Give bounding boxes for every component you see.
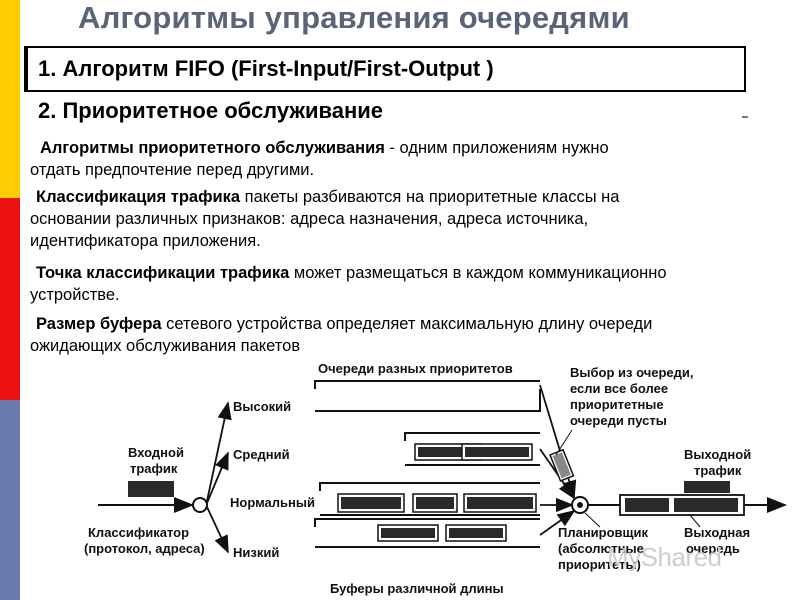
normal-packet-3	[467, 497, 533, 509]
paragraph-line: Размер буфера сетевого устройства опреде…	[30, 313, 798, 335]
queue-high-channel-top	[314, 380, 540, 389]
paragraph-line: Классификация трафика пакеты разбиваются…	[30, 186, 798, 208]
label-top-queues: Очереди разных приоритетов	[318, 361, 513, 376]
label-select-4: очереди пусты	[570, 413, 667, 428]
selection-packet	[549, 448, 575, 482]
line-text: ожидающих обслуживания пакетов	[30, 337, 301, 355]
label-select-2: если все более	[570, 381, 668, 396]
paragraph-line: ожидающих обслуживания пакетов	[30, 335, 798, 357]
bold-term: Точка классификации трафика	[36, 264, 290, 282]
line-text: может размещаться в каждом коммуникацион…	[289, 264, 667, 282]
label-normal: Нормальный	[230, 495, 315, 510]
medium-packet-1	[418, 447, 478, 457]
arrow-medium	[206, 451, 229, 504]
output-packet-1	[625, 498, 669, 512]
input-packet	[128, 481, 174, 497]
sidebar-color-stripe	[0, 0, 20, 600]
priority-queue-diagram: Очереди разных приоритетов Высокий Средн…	[84, 361, 787, 596]
paragraph-line: отдать предпочтение перед другими.	[30, 159, 798, 181]
low-packet-1	[381, 528, 435, 538]
line-text: идентификатора приложения.	[30, 232, 261, 250]
normal-packet-2	[416, 497, 454, 509]
arrow-low	[206, 506, 229, 554]
queue-high-channel-bottom	[315, 389, 541, 412]
label-scheduler-3: приоритеты)	[558, 557, 641, 572]
line-text: отдать предпочтение перед другими.	[30, 161, 315, 179]
queue-normal-channel-top	[319, 482, 540, 491]
low-packet-2	[449, 528, 503, 538]
paragraph-line: основании различных признаков: адреса на…	[30, 208, 798, 230]
paragraph-line: Алгоритмы приоритетного обслуживания - о…	[30, 137, 798, 159]
paragraph-buffer-size: Размер буфера сетевого устройства опреде…	[30, 313, 798, 357]
queue-low-channel-top	[314, 518, 540, 527]
label-output-2: трафик	[694, 463, 742, 478]
stripe-red	[0, 198, 20, 400]
output-traffic-packet	[684, 481, 730, 493]
paragraph-priority-algorithms: Алгоритмы приоритетного обслуживания - о…	[30, 137, 798, 181]
label-scheduler-1: Планировщик	[558, 525, 649, 540]
medium-packet-2	[465, 447, 529, 457]
label-high: Высокий	[233, 399, 291, 414]
section-fifo-box: 1. Алгоритм FIFO (First-Input/First-Outp…	[24, 46, 746, 92]
arrow-low-to-scheduler	[539, 509, 576, 536]
pointer-scheduler	[584, 512, 601, 528]
label-input-2: трафик	[130, 461, 178, 476]
label-medium: Средний	[233, 447, 290, 462]
line-text: устройстве.	[30, 286, 120, 304]
line-text: сетевого устройства определяет максималь…	[161, 315, 653, 333]
section-priority-label: 2. Приоритетное обслуживание	[38, 98, 384, 123]
paragraph-line: идентификатора приложения.	[30, 230, 798, 252]
classifier-node	[192, 497, 208, 513]
label-select-3: приоритетные	[570, 397, 664, 412]
bold-term: Классификация трафика	[36, 188, 241, 206]
label-outqueue-2: очередь	[686, 541, 740, 556]
bold-term: Размер буфера	[36, 315, 162, 333]
line-text: пакеты разбиваются на приоритетные класс…	[240, 188, 620, 206]
paragraph-line: Точка классификации трафика может размещ…	[30, 262, 798, 284]
label-outqueue-1: Выходная	[684, 525, 750, 540]
label-input-1: Входной	[128, 445, 184, 460]
label-output-1: Выходной	[684, 447, 751, 462]
normal-packet-1	[341, 497, 401, 509]
paragraph-traffic-classification: Классификация трафика пакеты разбиваются…	[30, 186, 798, 252]
queue-medium-channel-top	[404, 432, 540, 441]
stripe-yellow	[0, 0, 20, 198]
paragraph-classification-point: Точка классификации трафика может размещ…	[30, 262, 798, 306]
label-low: Низкий	[233, 545, 279, 560]
paragraph-line: устройстве.	[30, 284, 798, 306]
pointer-select	[555, 429, 573, 456]
line-text: основании различных признаков: адреса на…	[30, 210, 589, 228]
line-text: - одним приложениям нужно	[384, 139, 609, 157]
arrow-high	[206, 401, 232, 502]
label-buffers: Буферы различной длины	[330, 581, 504, 596]
label-select-1: Выбор из очереди,	[570, 365, 694, 380]
output-packet-2	[674, 498, 738, 512]
pointer-output-queue	[689, 514, 701, 528]
slide-title: Алгоритмы управления очередями	[78, 0, 630, 35]
small-dash	[742, 116, 748, 118]
section-priority-box: 2. Приоритетное обслуживание	[24, 92, 748, 130]
stripe-blue	[0, 400, 20, 600]
label-classifier-2: (протокол, адреса)	[84, 541, 205, 556]
arrow-high-to-scheduler	[539, 384, 577, 499]
label-scheduler-2: (абсолютные	[558, 541, 644, 556]
label-classifier-1: Классификатор	[88, 525, 189, 540]
watermark: MyShared	[607, 542, 722, 572]
bold-term: Алгоритмы приоритетного обслуживания	[40, 139, 385, 157]
scheduler-node-center	[577, 502, 583, 508]
section-fifo-label: 1. Алгоритм FIFO (First-Input/First-Outp…	[38, 56, 494, 81]
